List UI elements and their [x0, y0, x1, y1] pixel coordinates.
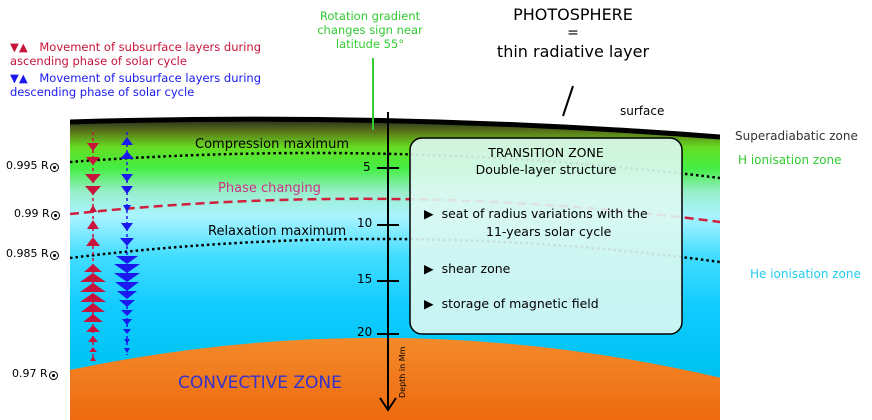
radius-0985-value: 0.985 R — [6, 247, 49, 260]
radius-099: 0.99 R — [14, 207, 60, 220]
radius-0985: 0.985 R — [6, 247, 59, 260]
compression-label: Compression maximum — [195, 137, 349, 152]
sun-symbol-icon — [50, 211, 60, 220]
depth-axis — [377, 112, 399, 412]
phase-line — [70, 197, 720, 224]
rotation-note-line-3: latitude 55° — [335, 37, 405, 51]
rotation-note: Rotation gradient changes sign near lati… — [300, 9, 440, 51]
bullet-triangle-icon: ▶ — [424, 296, 434, 311]
photosphere-block: PHOTOSPHERE = thin radiative layer — [478, 4, 668, 64]
legend-ascending-text-2: ascending phase of solar cycle — [10, 54, 187, 68]
sun-symbol-icon — [49, 163, 59, 172]
radius-097: 0.97 R — [12, 367, 58, 380]
ascending-arrows-icon: ▼▲ — [10, 40, 28, 54]
depth-tick-5: 5 — [363, 160, 371, 174]
tz-item2: shear zone — [441, 261, 511, 276]
he-ion-label: He ionisation zone — [750, 267, 861, 281]
rotation-note-line-1: Rotation gradient — [319, 9, 421, 23]
legend-descending-text-2: descending phase of solar cycle — [10, 85, 195, 99]
legend-descending-text-1: Movement of subsurface layers during — [39, 71, 262, 85]
tz-item-storage: ▶ storage of magnetic field — [424, 296, 599, 311]
legend-ascending: ▼▲ Movement of subsurface layers during … — [10, 40, 261, 68]
tz-item3: storage of magnetic field — [441, 296, 599, 311]
legend-descending: ▼▲ Movement of subsurface layers during … — [10, 71, 261, 99]
surface-label: surface — [620, 104, 665, 118]
tz-item1-line2: 11-years solar cycle — [486, 224, 612, 239]
depth-axis-label: Depth in Mm — [398, 346, 407, 398]
tz-subtitle: Double-layer structure — [475, 162, 617, 177]
radius-0995: 0.995 R — [6, 159, 59, 172]
phase-label: Phase changing — [218, 181, 321, 196]
tz-title: TRANSITION ZONE — [488, 145, 604, 160]
relaxation-line — [70, 237, 720, 264]
photosphere-pointer — [562, 85, 574, 117]
radius-099-value: 0.99 R — [14, 207, 50, 220]
convective-zone — [70, 337, 720, 420]
sun-symbol-icon — [48, 371, 58, 380]
transition-zone-box — [409, 137, 683, 335]
photosphere-subtitle: thin radiative layer — [496, 42, 650, 61]
radius-0995-value: 0.995 R — [6, 159, 49, 172]
relaxation-label: Relaxation maximum — [208, 224, 347, 239]
legend-ascending-text-1: Movement of subsurface layers during — [39, 40, 262, 54]
photosphere-equals: = — [567, 25, 579, 41]
surface-line — [70, 116, 720, 140]
convective-label: CONVECTIVE ZONE — [178, 373, 342, 393]
sun-symbol-icon — [49, 251, 59, 260]
bullet-triangle-icon: ▶ — [424, 261, 434, 276]
depth-tick-10: 10 — [357, 216, 373, 230]
tz-item-radius: ▶ seat of radius variations with the — [424, 206, 648, 221]
descending-arrows — [114, 132, 140, 355]
rotation-note-line-2: changes sign near — [317, 23, 423, 37]
tz-item1-line1: seat of radius variations with the — [441, 206, 648, 221]
depth-tick-15: 15 — [357, 272, 373, 286]
bullet-triangle-icon: ▶ — [424, 206, 434, 221]
h-ion-label: H ionisation zone — [738, 153, 842, 167]
descending-arrows-icon: ▼▲ — [10, 71, 28, 85]
ascending-arrows — [80, 132, 106, 361]
depth-tick-20: 20 — [357, 325, 373, 339]
tz-item-shear: ▶ shear zone — [424, 261, 510, 276]
photosphere-title: PHOTOSPHERE — [513, 5, 633, 24]
radius-097-value: 0.97 R — [12, 367, 48, 380]
superadiabatic-label: Superadiabatic zone — [735, 129, 858, 143]
compression-line — [70, 151, 720, 180]
